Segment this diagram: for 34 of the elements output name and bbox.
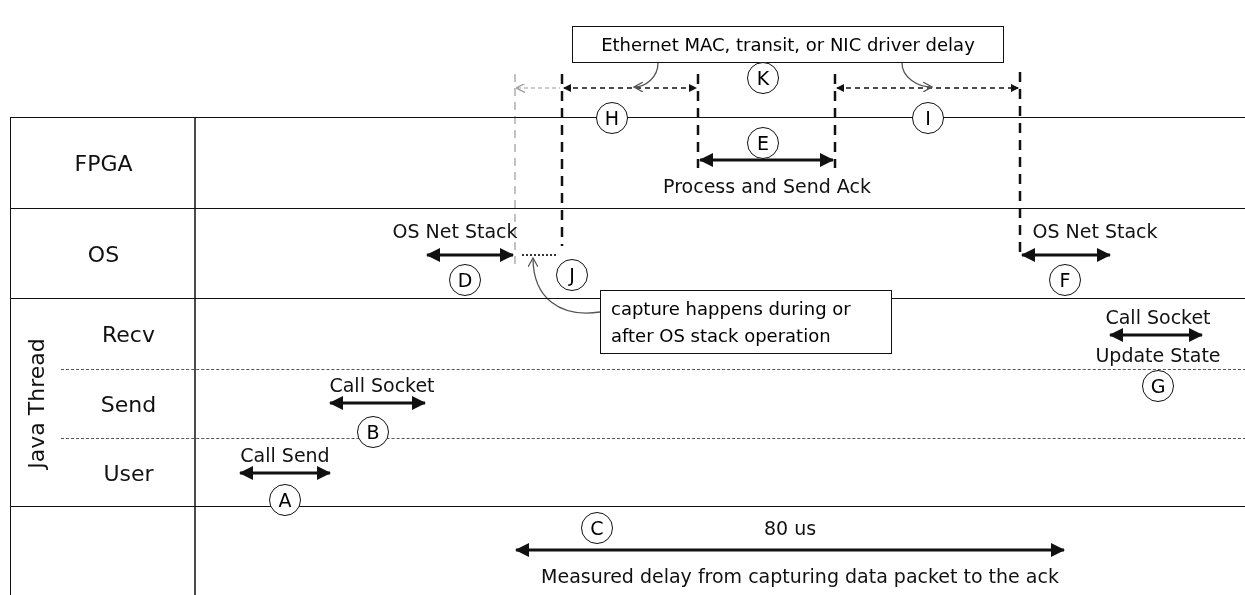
row-label: FPGA xyxy=(74,151,133,176)
callout-letter: K xyxy=(747,62,779,94)
row-label: Recv xyxy=(102,321,155,347)
timing-label: Call Socket xyxy=(329,374,435,396)
timing-label: 80 us xyxy=(763,517,817,539)
timing-label: Measured delay from capturing data packet to the ack xyxy=(541,565,1059,587)
timing-label: Call Send xyxy=(240,444,330,466)
callout-letter: F xyxy=(1049,264,1081,296)
leader-line xyxy=(633,62,659,92)
callout-letter: E xyxy=(747,127,779,159)
callout-letter: J xyxy=(556,259,588,291)
row-label: User xyxy=(103,461,154,486)
callout-letter: A xyxy=(269,484,301,516)
timing-label: OS Net Stack xyxy=(1032,220,1158,242)
row-label: Java Thread xyxy=(23,337,49,469)
timing-label: Process and Send Ack xyxy=(663,175,871,197)
callout-letter: D xyxy=(449,264,481,296)
callout-letter: C xyxy=(581,512,613,544)
time-interval-span xyxy=(836,84,1019,92)
timing-label: Call Socket xyxy=(1105,306,1211,328)
leader-line xyxy=(901,62,933,93)
row-label: Send xyxy=(100,392,157,417)
timing-label: Update State xyxy=(1095,344,1221,366)
callout-box: capture happens during or after OS stack operation xyxy=(600,290,892,354)
timing-label: OS Net Stack xyxy=(392,220,518,242)
callout-letter: H xyxy=(596,102,628,134)
callout-letter: I xyxy=(912,102,944,134)
dotted-segment xyxy=(522,254,556,257)
callout-box: Ethernet MAC, transit, or NIC driver delay xyxy=(572,26,1004,63)
callout-letter: B xyxy=(357,416,389,448)
leader-line xyxy=(527,257,601,314)
callout-letter: G xyxy=(1142,370,1174,402)
time-interval-span xyxy=(563,84,697,92)
row-label: OS xyxy=(87,241,120,267)
